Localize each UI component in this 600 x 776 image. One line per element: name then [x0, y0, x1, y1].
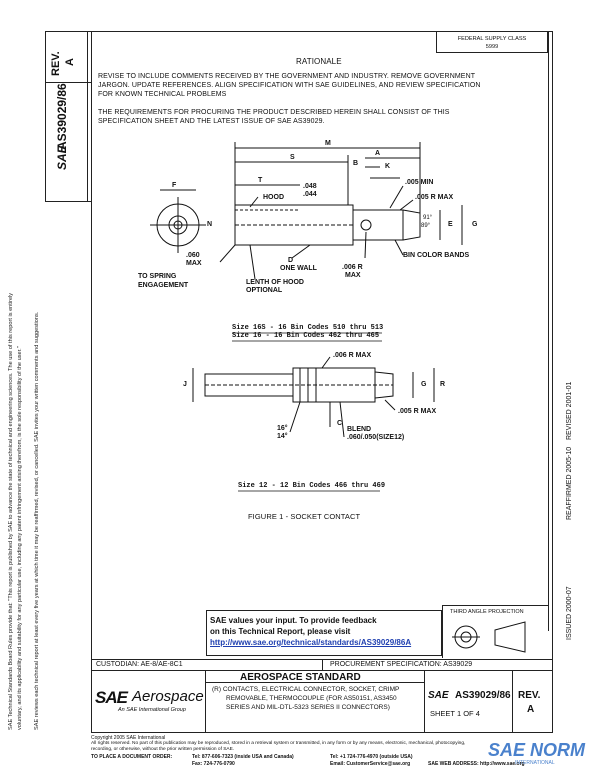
dim-m: M — [325, 140, 331, 147]
dim-a: A — [375, 150, 381, 157]
dim-044: .044 — [303, 191, 317, 198]
label-blend: BLEND — [347, 426, 372, 433]
rationale-line-3: FOR KNOWN TECHNICAL PROBLEMS — [98, 91, 227, 98]
label-blend-dim: .060/.050(SIZE12) — [347, 434, 405, 441]
requirements-line-2: SPECIFICATION SHEET AND THE LATEST ISSUE… — [98, 118, 325, 125]
copyright: Copyright 2005 SAE International — [91, 735, 166, 741]
label-one-wall: ONE WALL — [280, 265, 317, 272]
label-005-min: .005 MIN — [405, 179, 434, 186]
label-bin-color-bands: BIN COLOR BANDS — [403, 252, 470, 259]
size-caption-3: Size 12 - 12 Bin Codes 466 thru 469 — [238, 482, 386, 490]
footer-rev-value: A — [527, 704, 535, 715]
dim-048: .048 — [303, 183, 317, 190]
third-angle-projection: THIRD ANGLE PROJECTION — [450, 609, 524, 615]
dim-s: S — [290, 154, 295, 161]
web-address: SAE WEB ADDRESS: http://www.sae.org — [428, 761, 525, 767]
dim-c: C — [337, 420, 343, 427]
requirements-line-1: THE REQUIREMENTS FOR PROCURING THE PRODU… — [98, 109, 450, 116]
label-005-rmax-lower: .005 R MAX — [398, 408, 437, 415]
dim-89: 89° — [421, 223, 431, 229]
feedback-line-1: SAE values your input. To provide feedba… — [210, 616, 377, 625]
watermark: SAE NORM — [488, 740, 586, 760]
label-006-rmax: .006 R MAX — [333, 352, 372, 359]
footer-doc-number: AS39029/86 — [455, 690, 511, 701]
label-060-max: MAX — [186, 260, 202, 267]
sheet-number: SHEET 1 OF 4 — [430, 709, 480, 718]
dim-b: B — [353, 160, 359, 167]
fax: Fax: 724-776-0790 — [192, 761, 235, 767]
description-line-3: SERIES AND MIL-DTL-5323 SERIES II CONNEC… — [226, 704, 390, 711]
document-frame — [91, 31, 553, 733]
footer-rev-label: REV. — [518, 690, 541, 701]
footer-sae-prefix: SAE — [428, 690, 449, 701]
feedback-line-2: on this Technical Report, please visit — [210, 627, 351, 636]
logo-tagline: An SAE International Group — [118, 707, 186, 713]
sae-logo: SAE — [95, 688, 128, 707]
dim-n: N — [207, 221, 213, 228]
label-14-deg: 14° — [277, 433, 288, 440]
feedback-link[interactable]: http://www.sae.org/technical/standards/A… — [210, 638, 412, 647]
rights-line-2: recording, or otherwise, without the pri… — [91, 747, 235, 752]
rationale-line-1: REVISE TO INCLUDE COMMENTS RECEIVED BY T… — [98, 73, 476, 80]
dim-g-lower: G — [421, 381, 427, 388]
order-label: TO PLACE A DOCUMENT ORDER: — [91, 754, 173, 760]
federal-supply-class: FEDERAL SUPPLY CLASS — [457, 36, 527, 42]
label-engagement: ENGAGEMENT — [138, 282, 189, 289]
label-optional: OPTIONAL — [246, 287, 283, 294]
dim-f: F — [172, 182, 177, 189]
label-length-of-hood: LENTH OF HOOD — [246, 279, 304, 286]
aerospace-logo: Aerospace — [132, 688, 204, 705]
dim-g: G — [472, 221, 478, 228]
email: Email: CustomerService@sae.org — [330, 761, 411, 767]
rights-line-1: All rights reserved. No part of this pub… — [91, 741, 466, 746]
dim-j: J — [183, 381, 187, 388]
federal-supply-code: 5999 — [485, 44, 499, 50]
rationale-line-2: JARGON. UPDATE REFERENCES. ALIGN SPECIFI… — [98, 82, 481, 89]
aerospace-standard-title: AEROSPACE STANDARD — [240, 672, 361, 683]
tel-outside: Tel: +1 724-776-4970 (outside USA) — [330, 754, 413, 760]
dim-k: K — [385, 163, 391, 170]
label-006-max: MAX — [345, 272, 361, 279]
size-caption-1: Size 16S - 16 Bin Codes 510 thru 513 — [232, 324, 384, 332]
tel-usa: Tel: 877-606-7323 (inside USA and Canada… — [192, 754, 294, 760]
label-hood: HOOD — [263, 194, 284, 201]
label-060: .060 — [186, 252, 200, 259]
label-to-spring: TO SPRING — [138, 273, 177, 280]
custodian: CUSTODIAN: AE-8/AE-8C1 — [96, 661, 183, 668]
label-005-rmax: .005 R MAX — [415, 194, 454, 201]
dim-t: T — [258, 177, 263, 184]
description-line-2: REMOVABLE, THERMOCOUPLE (FOR AS50151, AS… — [226, 695, 397, 702]
dim-91: 91° — [423, 215, 433, 221]
size-caption-2: Size 16 - 16 Bin Codes 462 thru 465 — [232, 332, 380, 340]
description-line-1: (R) CONTACTS, ELECTRICAL CONNECTOR, SOCK… — [212, 686, 400, 693]
label-16-deg: 16° — [277, 425, 288, 432]
procurement-spec: PROCUREMENT SPECIFICATION: AS39029 — [330, 661, 473, 668]
rationale-title: RATIONALE — [296, 57, 342, 66]
figure-caption: FIGURE 1 - SOCKET CONTACT — [248, 512, 361, 521]
dim-d: D — [288, 257, 294, 264]
feedback-box — [206, 610, 442, 656]
watermark-sub: INTERNATIONAL — [515, 760, 555, 766]
dim-r: R — [440, 381, 446, 388]
label-006-r: .006 R — [342, 264, 363, 271]
dim-e: E — [448, 221, 453, 228]
